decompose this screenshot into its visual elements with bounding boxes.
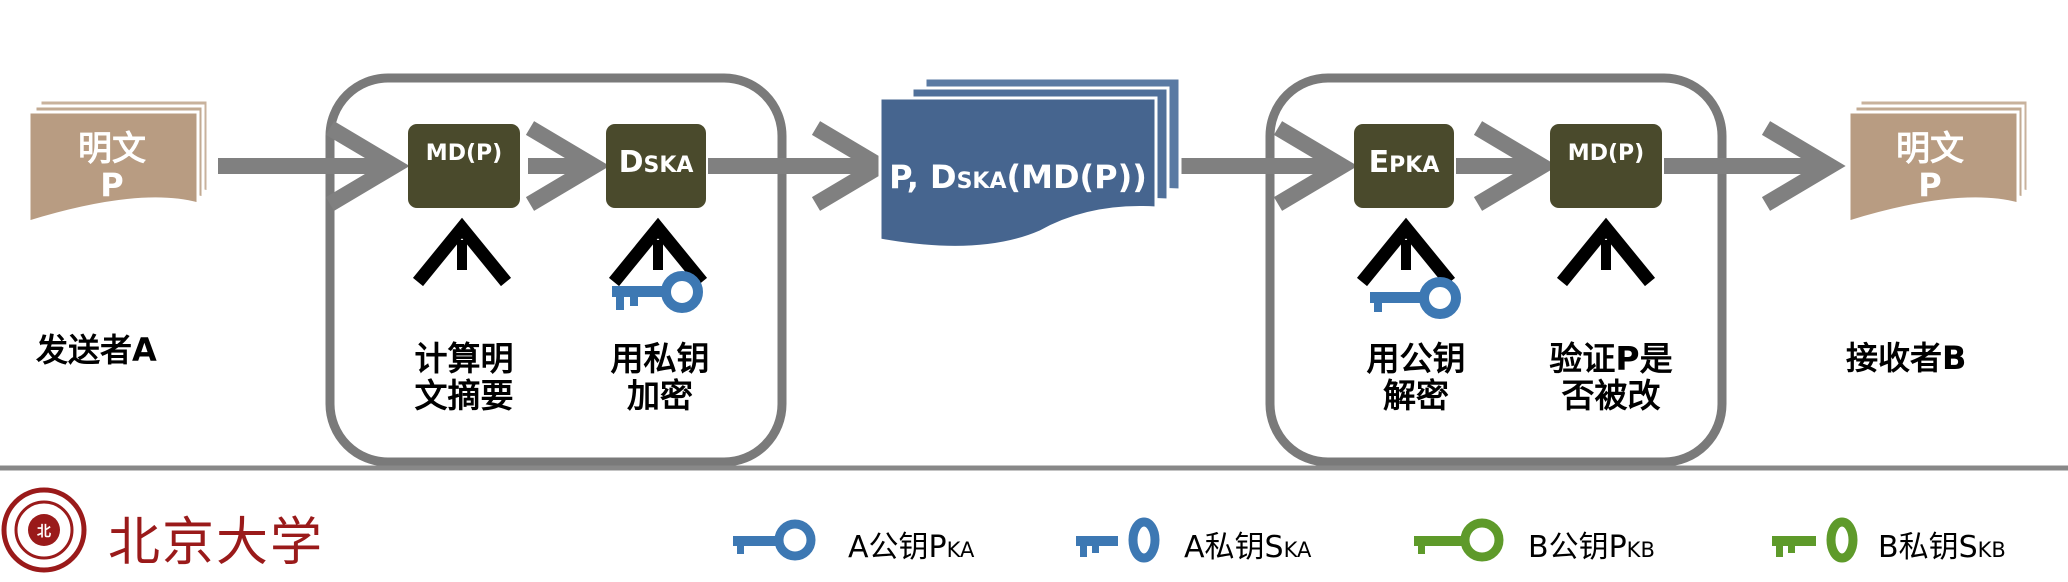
legend-b-public: B公钥PKB	[1528, 530, 1655, 565]
md-sign-text: MD(P)	[426, 141, 502, 166]
legend-a-public: A公钥PKA	[848, 530, 975, 565]
sender-doc-p: P	[100, 166, 123, 204]
sender-label: 发送者A	[36, 331, 157, 369]
svg-text:北: 北	[37, 524, 51, 540]
legend-key-icon-b-private	[1772, 517, 1858, 563]
md-verify-text: MD(P)	[1568, 141, 1644, 166]
verify-frame	[1265, 73, 1727, 467]
message-pre: P, D	[889, 158, 956, 196]
epka-sub: PKA	[1389, 153, 1439, 178]
epka-main: E	[1369, 145, 1390, 180]
svg-text:DSKA: DSKA	[619, 145, 694, 180]
step-box-md-verify: MD(P)	[1550, 124, 1662, 208]
message-sub: SKA	[957, 169, 1007, 194]
sender-document: 明文 P	[27, 98, 210, 225]
step-box-dska: DSKA	[606, 124, 706, 208]
sender-doc-title: 明文	[78, 129, 146, 169]
legend-a-private: A私钥SKA	[1184, 530, 1312, 565]
flow-arrows	[218, 121, 1846, 211]
public-key-a-icon	[1370, 277, 1461, 319]
svg-text:P, DSKA(MD(P)): P, DSKA(MD(P))	[889, 158, 1147, 196]
step-box-md-sign: MD(P)	[408, 124, 520, 208]
receiver-doc-title: 明文	[1896, 129, 1964, 169]
legend-b-private: B私钥SKB	[1878, 530, 2006, 565]
step-box-epka: EPKA	[1354, 124, 1454, 208]
legend-key-icon-a-private	[1076, 517, 1160, 563]
caption-verify-p: 验证P是 否被改	[1549, 339, 1673, 415]
private-key-a-icon	[612, 271, 703, 313]
signed-message-document: P, DSKA(MD(P))	[878, 76, 1182, 249]
sign-frame	[325, 73, 787, 467]
legend-key-icon-a-public	[733, 519, 816, 561]
dska-main: D	[619, 145, 644, 180]
caption-public-decrypt: 用公钥 解密	[1366, 339, 1466, 415]
caption-private-encrypt: 用私钥 加密	[610, 339, 710, 415]
legend-key-icon-b-public	[1414, 518, 1504, 562]
university-name: 北京大学	[108, 513, 325, 573]
input-arrows	[412, 217, 1656, 287]
svg-text:EPKA: EPKA	[1369, 145, 1440, 180]
dska-sub: SKA	[643, 153, 693, 178]
receiver-doc-p: P	[1918, 166, 1941, 204]
caption-compute-digest: 计算明 文摘要	[414, 339, 514, 415]
receiver-document: 明文 P	[1847, 98, 2030, 225]
university-seal-icon: 北	[1, 487, 87, 573]
message-post: (MD(P))	[1007, 158, 1147, 196]
receiver-label: 接收者B	[1846, 339, 1967, 377]
